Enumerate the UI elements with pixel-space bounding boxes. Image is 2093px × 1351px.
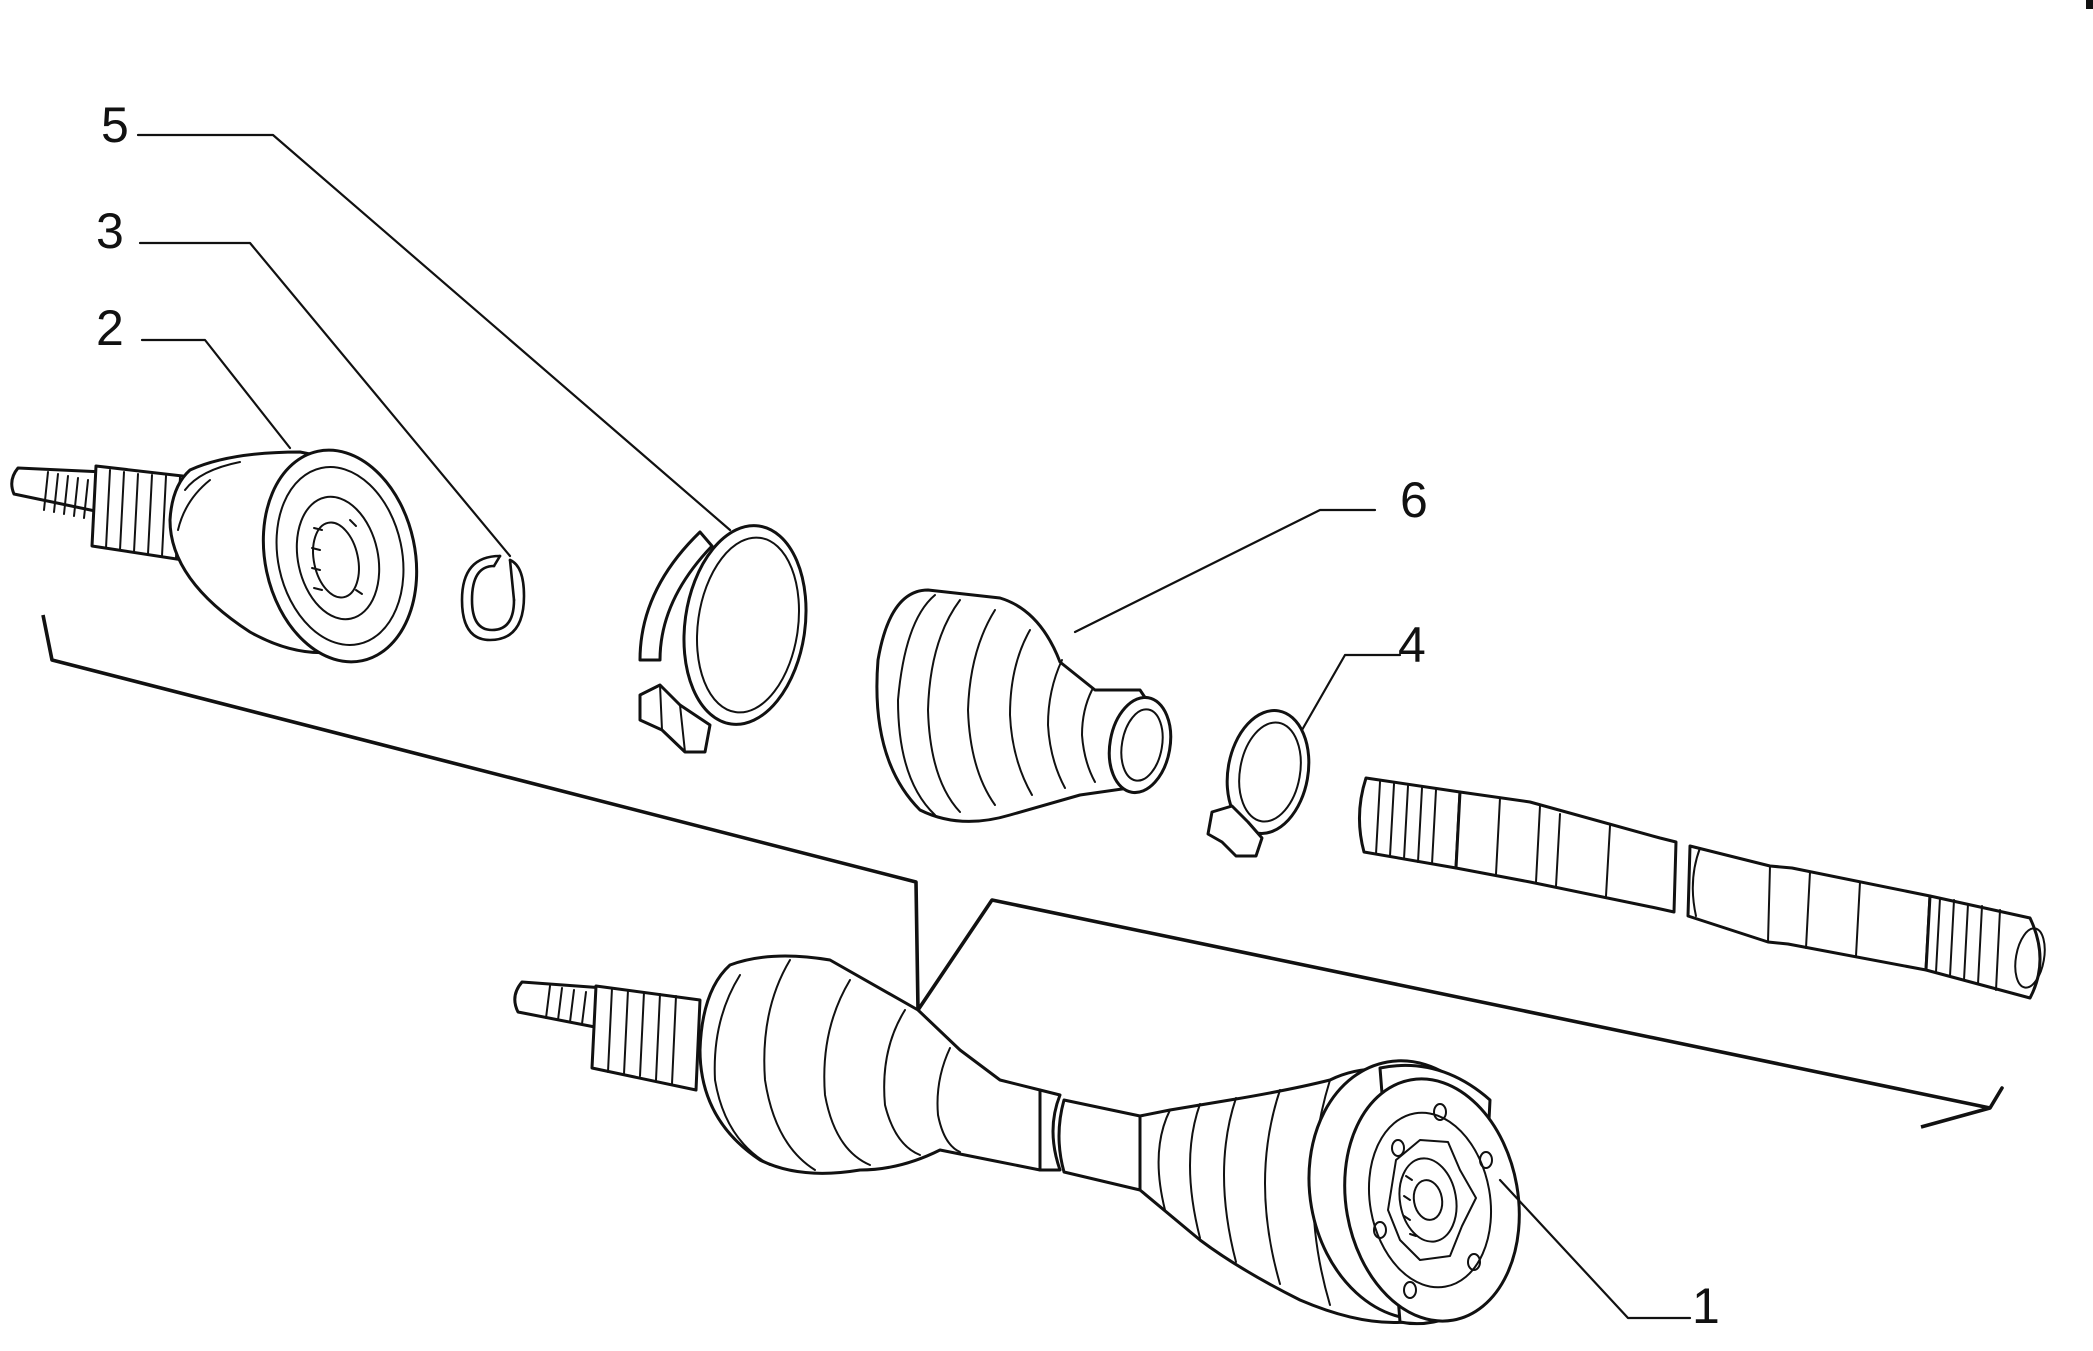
- leader-line-1: [1498, 1178, 1692, 1320]
- callout-6: 6: [1400, 472, 1428, 528]
- callout-2: 2: [96, 300, 124, 356]
- leader-line-2: [140, 338, 292, 450]
- leader-line-5: [136, 133, 732, 532]
- small-boot-clamp-part-4: [1206, 709, 1311, 858]
- assembly-bracket: [41, 614, 2004, 1129]
- callout-3: 3: [96, 203, 124, 259]
- callout-5: 5: [101, 97, 129, 153]
- leader-line-3: [138, 241, 512, 558]
- complete-drive-shaft-part-1: [513, 954, 1521, 1326]
- cv-boot-part-6: [875, 588, 1173, 823]
- leader-line-4: [1300, 653, 1402, 732]
- circlip-part-3: [460, 554, 526, 642]
- outer-cv-joint-part-2: [10, 448, 419, 664]
- callout-4: 4: [1398, 617, 1426, 673]
- callout-1: 1: [1692, 1278, 1720, 1334]
- large-boot-clamp-part-5: [638, 524, 808, 754]
- leader-line-6: [1073, 508, 1377, 634]
- corner-mark: [2086, 0, 2093, 9]
- drive-shaft: [1357, 776, 2046, 1000]
